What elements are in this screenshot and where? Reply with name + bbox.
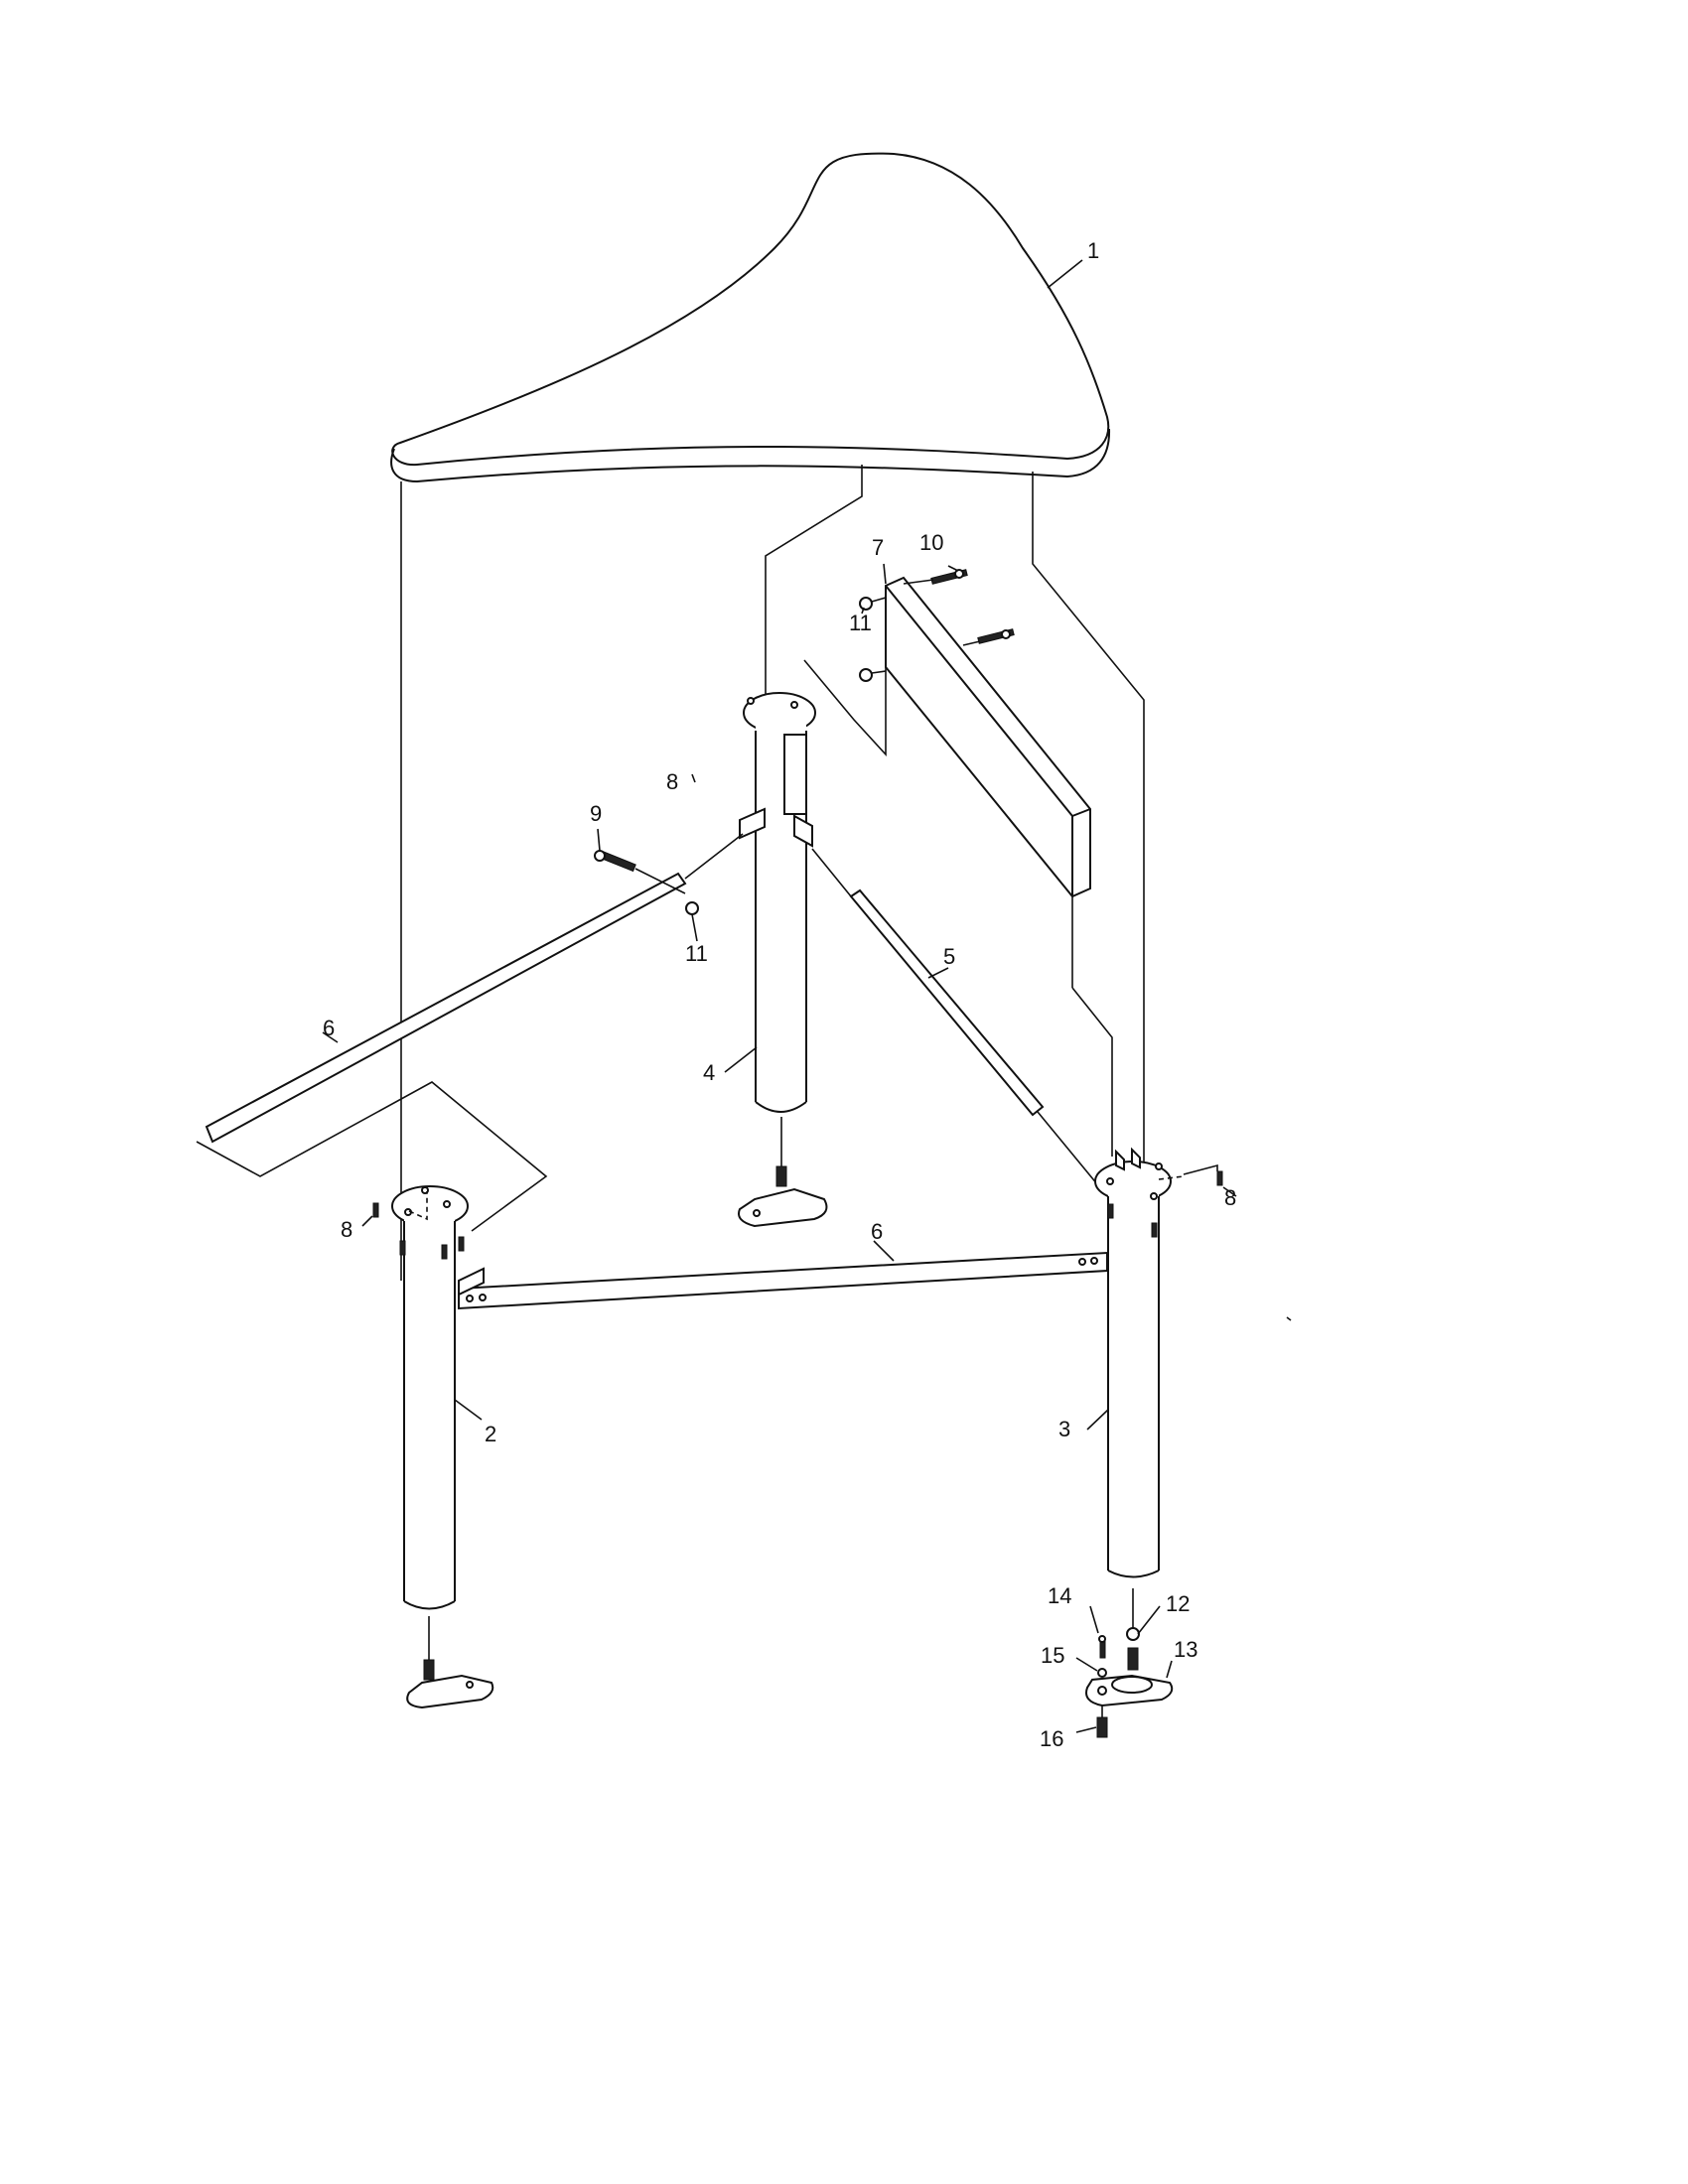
callout-9: 9 bbox=[590, 801, 603, 826]
front-left-leg-part-2 bbox=[372, 1185, 494, 1709]
callout-8-left: 8 bbox=[341, 1217, 353, 1242]
stray-mark bbox=[1286, 1316, 1292, 1321]
front-brace-part-6-lower bbox=[458, 1251, 1108, 1310]
rear-leg-part-4 bbox=[738, 692, 828, 1228]
callout-8-right: 8 bbox=[1224, 1185, 1237, 1210]
callout-11-brace: 11 bbox=[685, 941, 708, 966]
diagonal-brace-part-5 bbox=[811, 848, 1108, 1197]
callout-8-rear: 8 bbox=[666, 769, 679, 794]
callout-7: 7 bbox=[872, 535, 885, 560]
panel-part-7 bbox=[803, 569, 1113, 1157]
callout-1: 1 bbox=[1087, 238, 1100, 263]
callout-12: 12 bbox=[1166, 1591, 1191, 1616]
callout-16: 16 bbox=[1040, 1726, 1064, 1751]
projection-lines bbox=[400, 465, 1145, 1281]
leader-lines bbox=[322, 259, 1237, 1733]
callout-4: 4 bbox=[703, 1060, 716, 1085]
callout-5: 5 bbox=[943, 944, 956, 969]
callout-13: 13 bbox=[1174, 1637, 1198, 1662]
callout-14: 14 bbox=[1048, 1583, 1072, 1608]
callout-6-lower: 6 bbox=[871, 1219, 884, 1244]
callout-10: 10 bbox=[919, 530, 944, 555]
front-right-leg-part-3 bbox=[1085, 1147, 1223, 1738]
side-brace-part-6-upper bbox=[196, 807, 766, 1232]
callout-15: 15 bbox=[1041, 1643, 1065, 1668]
callout-2: 2 bbox=[485, 1422, 497, 1446]
callout-3: 3 bbox=[1058, 1417, 1071, 1441]
tabletop-part-1 bbox=[390, 152, 1111, 483]
callout-6-upper: 6 bbox=[323, 1016, 336, 1040]
callout-11-panel: 11 bbox=[849, 611, 872, 635]
